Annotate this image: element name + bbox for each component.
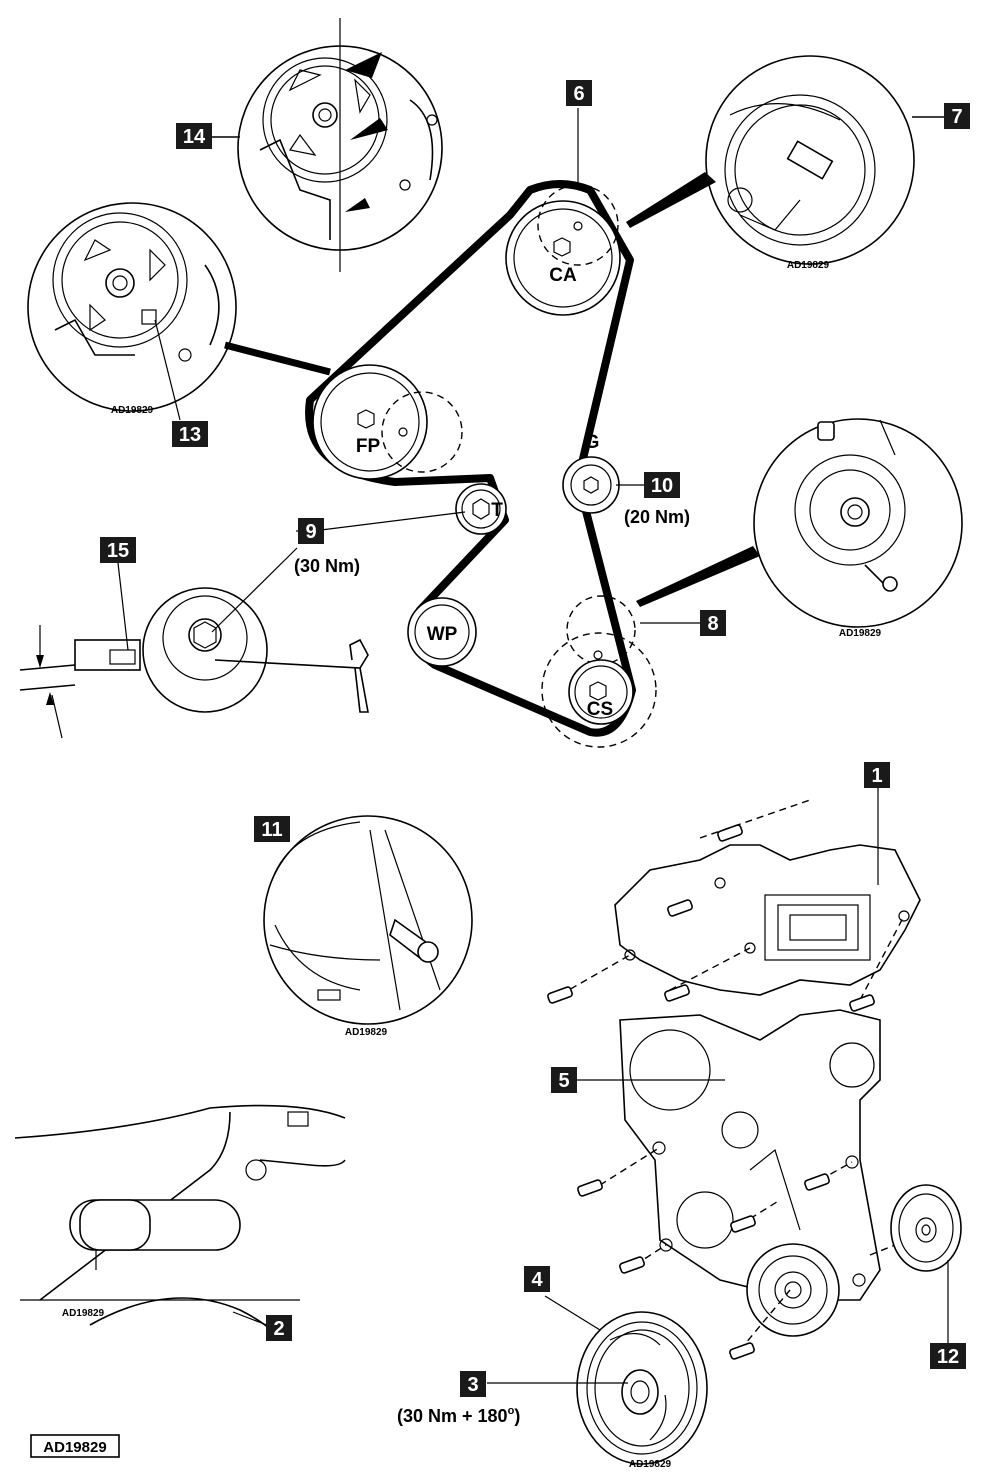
camshaft-pulley: CA [505,184,621,316]
crank-pulley-code: AD19829 [629,1459,672,1470]
svg-text:AD19829: AD19829 [43,1439,106,1456]
water-pump-pulley-label: WP [427,624,458,645]
svg-text:7: 7 [951,106,962,128]
detail-14-cam-locking [212,18,443,272]
detail-2-code: AD19829 [62,1308,105,1319]
svg-text:3: 3 [467,1374,478,1396]
callout-13: 13 [172,421,208,447]
callout-15: 15 [100,537,136,563]
detail-8-code: AD19829 [839,628,882,639]
callout-5: 5 [551,1067,577,1093]
callout-12: 12 [930,1343,966,1369]
tensioner-pulley-label: T [491,500,503,521]
water-pump-pulley: WP [407,597,477,667]
svg-text:15: 15 [107,540,129,562]
detail-2-crank-pin: AD19829 [14,1104,346,1341]
figure-code-box: AD19829 [30,1434,120,1458]
svg-text:8: 8 [707,613,718,635]
detail-8-crank-locking: AD19829 [636,418,963,639]
callout-6: 6 [566,80,592,106]
detail-11-code: AD19829 [345,1027,388,1038]
callout-2: 2 [266,1315,292,1341]
camshaft-pulley-label: CA [549,265,577,286]
svg-text:12: 12 [937,1346,959,1368]
belt-layout: CA FP T G WP [305,180,657,748]
svg-text:6: 6 [573,83,584,105]
svg-text:1: 1 [871,765,882,787]
upper-timing-cover [547,786,921,1012]
callout-3: 3 [460,1371,486,1397]
detail-7-camshaft: AD19829 [626,55,944,271]
auxiliary-pulley [890,1184,962,1272]
crankshaft-sprocket-label: CS [587,699,613,720]
callout-8: 8 [700,610,726,636]
detail-15-tensioner-adjust [19,547,369,739]
detail-7-code: AD19829 [787,260,830,271]
svg-text:13: 13 [179,424,201,446]
fuel-pump-pulley: FP [312,364,463,480]
detail-13-code: AD19829 [111,405,154,416]
guide-pulley: G [562,432,620,514]
detail-11-locking: AD19829 [263,815,473,1038]
callout-4: 4 [524,1266,550,1292]
callout-9: 9 [298,518,324,544]
fuel-pump-pulley-label: FP [356,436,381,457]
callout-14: 14 [176,123,212,149]
torque-tensioner: (30 Nm) [294,556,360,576]
callout-10: 10 [644,472,680,498]
svg-text:5: 5 [558,1070,569,1092]
callout-1: 1 [864,762,890,788]
detail-13-fuel-pump-locking: AD19829 [27,202,331,421]
svg-text:2: 2 [273,1318,284,1340]
crankshaft-sprocket: CS [541,595,657,748]
svg-text:10: 10 [651,475,673,497]
guide-pulley-label: G [585,432,600,453]
torque-crank-bolt: (30 Nm + 180o) [397,1405,520,1426]
callout-11: 11 [254,816,290,842]
svg-text:4: 4 [531,1269,543,1291]
lower-timing-cover [577,1009,921,1360]
svg-text:14: 14 [183,126,206,148]
svg-text:11: 11 [261,819,282,841]
tensioner-pulley: T [455,483,507,535]
crankshaft-pulley: AD19829 [576,1311,708,1470]
leader-lines [232,108,949,1384]
torque-guide: (20 Nm) [624,507,690,527]
svg-text:9: 9 [305,521,316,543]
callout-7: 7 [944,103,970,129]
